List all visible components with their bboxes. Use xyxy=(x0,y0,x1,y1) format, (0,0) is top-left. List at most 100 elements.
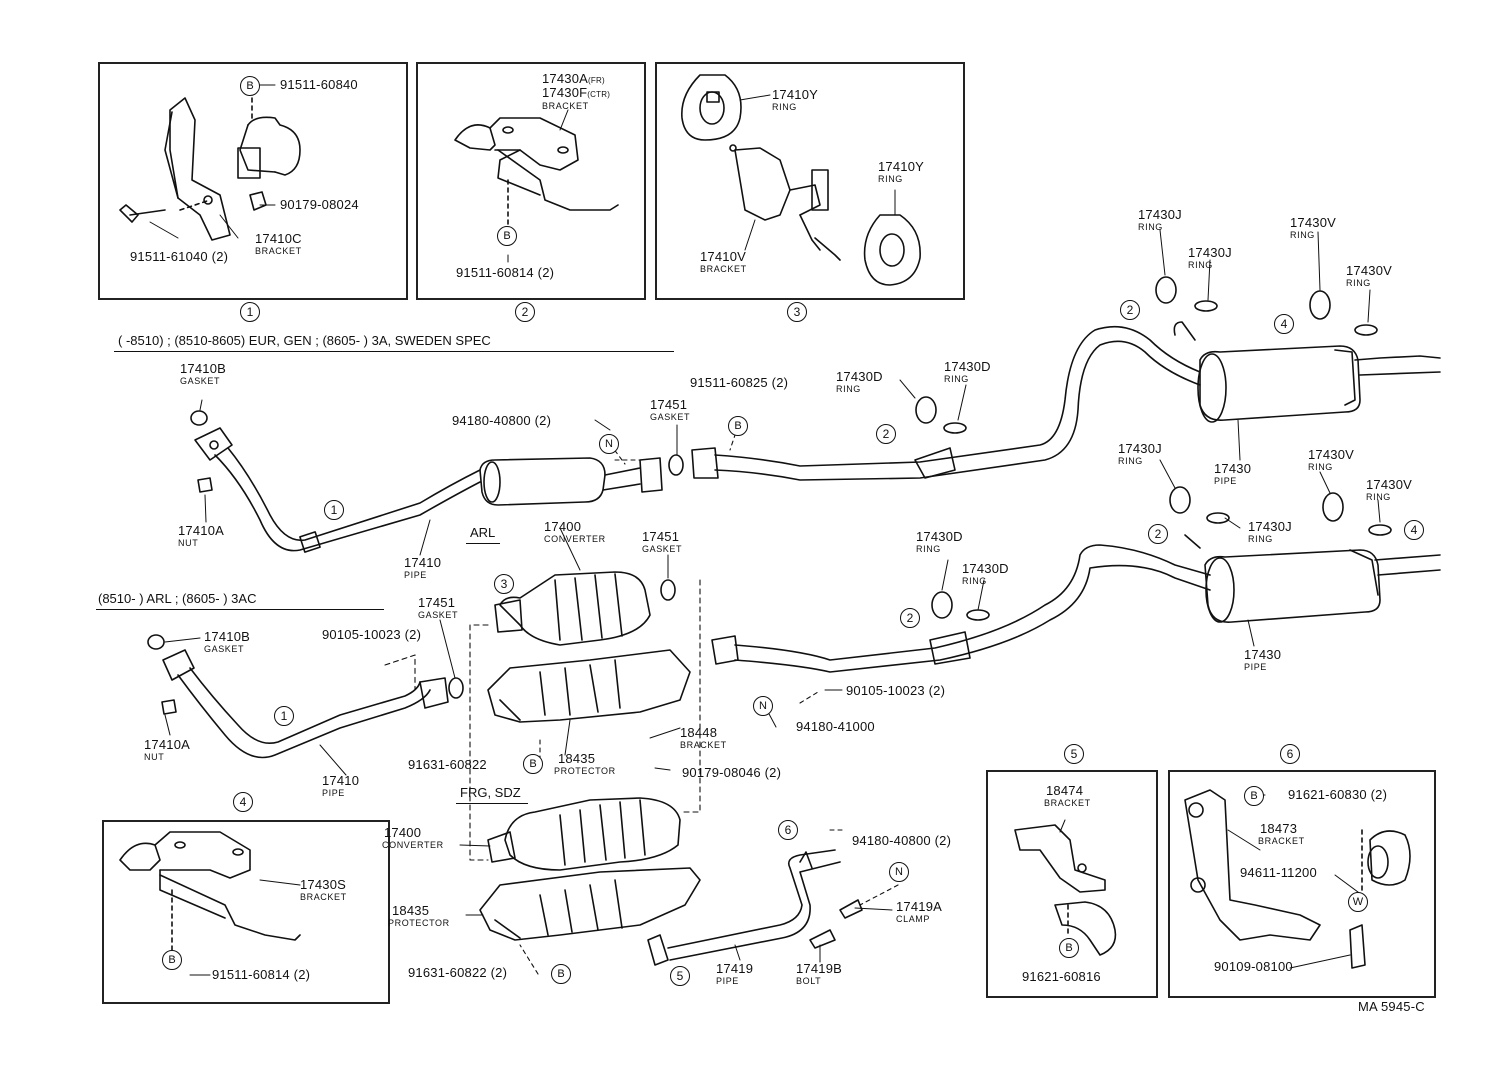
part-17410A-upper: 17410A xyxy=(178,523,225,538)
part-17400-arl-sub: CONVERTER xyxy=(544,534,606,544)
inset-number-4: 4 xyxy=(233,792,253,812)
part-91631-60822-frg: 91631-60822 (2) xyxy=(408,965,508,980)
callout-n: N xyxy=(753,696,773,716)
part-90179-08046: 90179-08046 (2) xyxy=(682,765,782,780)
part-18435-frg-sub: PROTECTOR xyxy=(388,918,450,928)
callout-n: N xyxy=(889,862,909,882)
inset6-bracket-drawing xyxy=(1184,789,1411,969)
inset-number-1: 1 xyxy=(240,302,260,322)
part-17451-lower-1-sub: GASKET xyxy=(418,610,459,620)
part-18435-arl-sub: PROTECTOR xyxy=(554,766,616,776)
part-17430D-lower-1-sub: RING xyxy=(916,544,941,554)
inset6-part-18473: 18473 xyxy=(1260,821,1298,836)
part-17430J-lower-1: 17430J xyxy=(1118,441,1162,456)
part-17419A: 17419A xyxy=(896,899,943,914)
gasket-rings xyxy=(915,276,1392,621)
inset6-part-90109-08100: 90109-08100 xyxy=(1214,959,1293,974)
drawing-reference-code: MA 5945-C xyxy=(1358,999,1425,1014)
pipe-callout-6: 6 xyxy=(778,820,798,840)
part-17430-upper-sub: PIPE xyxy=(1214,476,1237,486)
hanger-callout-2-lower-rear: 2 xyxy=(1148,524,1168,544)
part-17410B-lower-sub: GASKET xyxy=(204,644,245,654)
part-17430D-lower-1: 17430D xyxy=(916,529,963,544)
inset5-part-91621-60816: 91621-60816 xyxy=(1022,969,1101,984)
inset-number-6: 6 xyxy=(1280,744,1300,764)
part-17451-upper-sub: GASKET xyxy=(650,412,691,422)
part-94180-40800-upper: 94180-40800 (2) xyxy=(452,413,552,428)
part-17419-sub: PIPE xyxy=(716,976,739,986)
applicability-heading-2: (8510- ) ARL ; (8605- ) 3AC xyxy=(98,591,257,606)
part-17430V-lower-1: 17430V xyxy=(1308,447,1355,462)
inset5-part-18474-sub: BRACKET xyxy=(1044,798,1091,808)
applicability-heading-1: ( -8510) ; (8510-8605) EUR, GEN ; (8605-… xyxy=(118,333,491,348)
part-17430-lower-sub: PIPE xyxy=(1244,662,1267,672)
callout-b: B xyxy=(240,76,260,96)
callout-b: B xyxy=(162,950,182,970)
hanger-callout-4-upper: 4 xyxy=(1274,314,1294,334)
callout-b: B xyxy=(551,964,571,984)
part-94180-40800-lower: 94180-40800 (2) xyxy=(852,833,952,848)
part-17430-lower: 17430 xyxy=(1244,647,1282,662)
pipe-callout-5: 5 xyxy=(670,966,690,986)
inset-box-5 xyxy=(986,770,1158,998)
part-17430J-lower-1-sub: RING xyxy=(1118,456,1143,466)
part-17410B-upper: 17410B xyxy=(180,361,227,376)
part-17430-upper: 17430 xyxy=(1214,461,1252,476)
part-17430V-upper-1-sub: RING xyxy=(1290,230,1315,240)
part-17410A-upper-sub: NUT xyxy=(178,538,199,548)
part-94180-41000: 94180-41000 xyxy=(796,719,875,734)
part-18435-arl: 18435 xyxy=(558,751,596,766)
callout-n: N xyxy=(599,434,619,454)
inset-box-2 xyxy=(416,62,646,300)
inset5-bracket-drawing xyxy=(1014,824,1117,956)
inset-number-3: 3 xyxy=(787,302,807,322)
inset4-bracket-drawing xyxy=(119,831,301,951)
inset2-bracket-drawing xyxy=(454,117,619,229)
part-17430J-lower-2: 17430J xyxy=(1248,519,1292,534)
hanger-callout-2-upper: 2 xyxy=(876,424,896,444)
part-17410-lower: 17410 xyxy=(322,773,360,788)
inset4-part-17430S-sub: BRACKET xyxy=(300,892,347,902)
arl-underline xyxy=(466,543,500,544)
part-17430D-upper-1-sub: RING xyxy=(836,384,861,394)
part-18435-frg: 18435 xyxy=(392,903,430,918)
part-17410A-lower-sub: NUT xyxy=(144,752,165,762)
part-17410-upper-sub: PIPE xyxy=(404,570,427,580)
part-17419B: 17419B xyxy=(796,961,843,976)
part-90105-10023-upper: 90105-10023 (2) xyxy=(322,627,422,642)
inset-number-5: 5 xyxy=(1064,744,1084,764)
part-17400-frg: 17400 xyxy=(384,825,422,840)
part-17451-lower-2: 17451 xyxy=(642,529,680,544)
part-17430J-upper-1: 17430J xyxy=(1138,207,1182,222)
part-17430J-upper-1-sub: RING xyxy=(1138,222,1163,232)
part-17430V-upper-2-sub: RING xyxy=(1346,278,1371,288)
callout-b: B xyxy=(497,226,517,246)
inset3-part-17410Y-1-sub: RING xyxy=(772,102,797,112)
inset-box-6 xyxy=(1168,770,1436,998)
inset1-part-91511-60840: 91511-60840 xyxy=(280,77,358,92)
inset6-part-91621-60830: 91621-60830 (2) xyxy=(1288,787,1388,802)
part-17430V-lower-2-sub: RING xyxy=(1366,492,1391,502)
inset1-bracket-drawing xyxy=(119,89,301,241)
frg-sdz-label: FRG, SDZ xyxy=(460,785,521,800)
part-18448-sub: BRACKET xyxy=(680,740,727,750)
inset5-part-18474: 18474 xyxy=(1046,783,1084,798)
part-90105-10023-lower: 90105-10023 (2) xyxy=(846,683,946,698)
inset2-part-17430F: 17430F(CTR) xyxy=(542,85,611,100)
inset1-part-17410C: 17410C xyxy=(255,231,302,246)
part-91511-60825: 91511-60825 (2) xyxy=(690,375,789,390)
inset-box-4 xyxy=(102,820,390,1004)
inset3-ring-bracket-drawing xyxy=(681,74,921,286)
part-17451-lower-2-sub: GASKET xyxy=(642,544,683,554)
hanger-callout-4-lower: 4 xyxy=(1404,520,1424,540)
hanger-callout-2-upper-rear: 2 xyxy=(1120,300,1140,320)
hanger-callout-2-lower: 2 xyxy=(900,608,920,628)
part-17410-upper: 17410 xyxy=(404,555,442,570)
callout-b: B xyxy=(728,416,748,436)
inset4-part-17430S: 17430S xyxy=(300,877,347,892)
part-18448: 18448 xyxy=(680,725,718,740)
callout-b: B xyxy=(523,754,543,774)
inset3-part-17410Y-2-sub: RING xyxy=(878,174,903,184)
part-17430D-upper-2: 17430D xyxy=(944,359,991,374)
